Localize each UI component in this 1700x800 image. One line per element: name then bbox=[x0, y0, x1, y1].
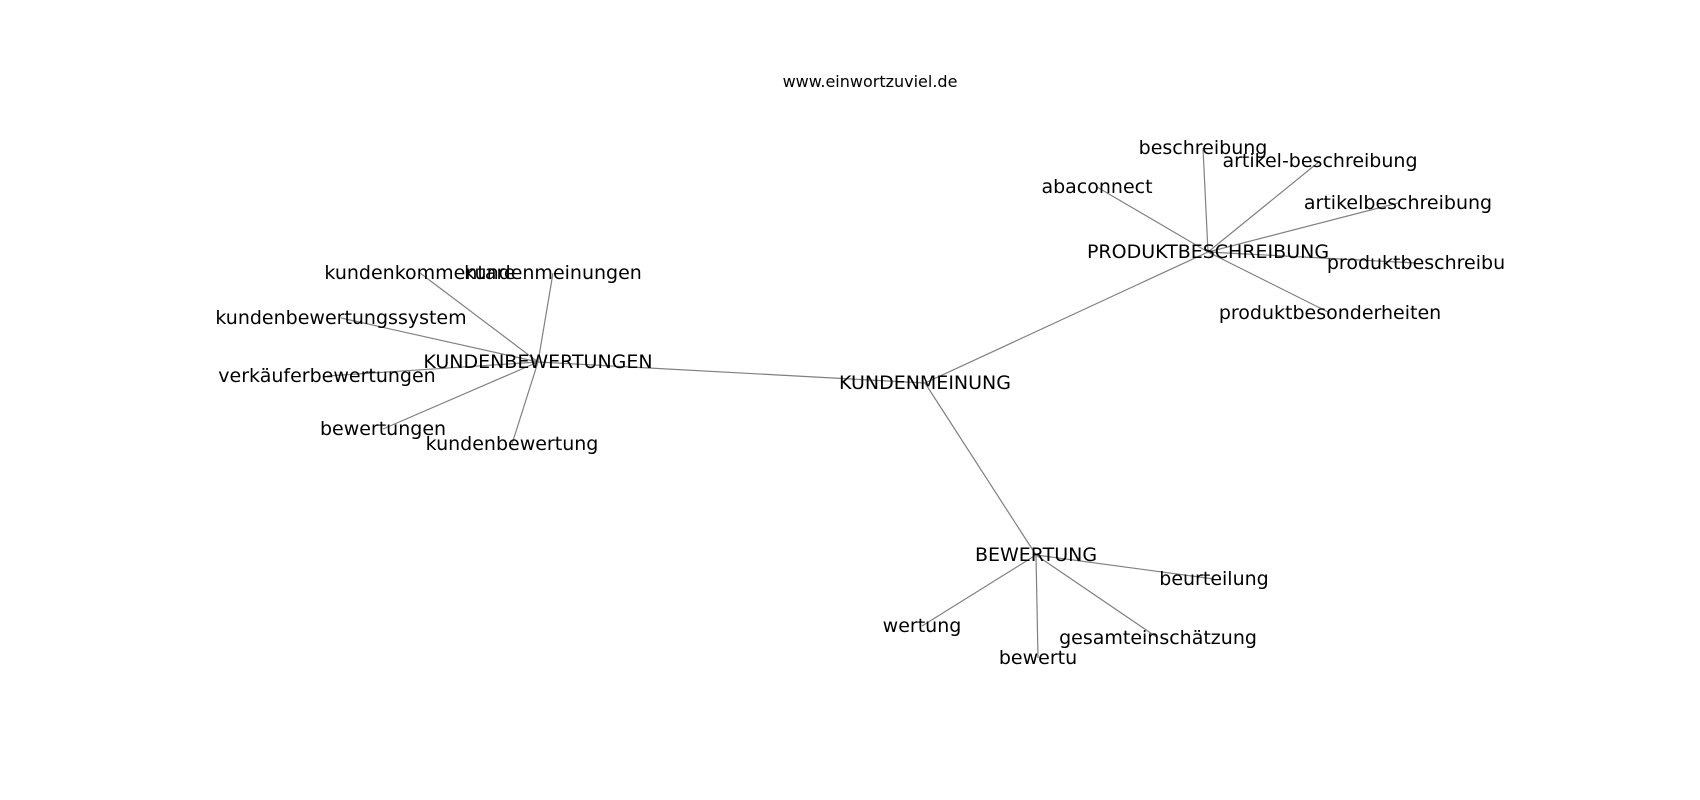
edge-hub-bewertung-wertung bbox=[921, 554, 1037, 627]
node-kundenbewertung: kundenbewertung bbox=[426, 433, 599, 455]
node-beschreibung: beschreibung bbox=[1139, 137, 1268, 159]
node-hub-produkt: PRODUKTBESCHREIBUNG bbox=[1087, 241, 1329, 263]
node-hub-bewertung: BEWERTUNG bbox=[975, 544, 1097, 566]
node-artikel-beschreibung: artikel-beschreibung bbox=[1222, 150, 1417, 172]
edge-hub-produkt-artikel-beschreibung bbox=[1207, 160, 1321, 253]
edge-hub-kunden-kundenmeinungen bbox=[537, 272, 554, 363]
edge-hub-kunden-verkaeuferbewertungen bbox=[326, 361, 539, 377]
node-abaconnect: abaconnect bbox=[1041, 176, 1152, 198]
edge-hub-kunden-bewertungen bbox=[382, 361, 539, 430]
edge-hub-bewertung-gesamteinschaetzung bbox=[1035, 554, 1159, 639]
node-gesamteinschaetzung: gesamteinschätzung bbox=[1059, 627, 1257, 649]
node-verkaeuferbewertungen: verkäuferbewertungen bbox=[218, 365, 435, 387]
node-center: KUNDENMEINUNG bbox=[839, 372, 1011, 394]
node-produktbeschreibu: produktbeschreibu bbox=[1327, 252, 1505, 274]
node-hub-kunden: KUNDENBEWERTUNGEN bbox=[423, 351, 652, 373]
node-kundenmeinungen: kundenmeinungen bbox=[464, 262, 642, 284]
node-bewertungen: bewertungen bbox=[320, 418, 446, 440]
node-produktbesonderheiten: produktbesonderheiten bbox=[1219, 302, 1441, 324]
node-kundenkommentare: kundenkommentare bbox=[324, 262, 515, 284]
edge-center-hub-kunden bbox=[537, 361, 926, 384]
edge-hub-kunden-kundenbewertungssystem bbox=[340, 317, 539, 363]
node-beurteilung: beurteilung bbox=[1159, 568, 1268, 590]
edge-hub-kunden-kundenbewertung bbox=[511, 361, 539, 445]
edge-hub-kunden-kundenkommentare bbox=[419, 272, 539, 363]
edge-center-hub-produkt bbox=[924, 251, 1209, 384]
site-title: www.einwortzuviel.de bbox=[783, 72, 958, 91]
edge-hub-produkt-beschreibung bbox=[1202, 147, 1209, 253]
node-kundenbewertungssystem: kundenbewertungssystem bbox=[215, 307, 466, 329]
edge-hub-produkt-abaconnect bbox=[1096, 186, 1209, 253]
node-artikelbeschreibung: artikelbeschreibung bbox=[1304, 192, 1492, 214]
edge-hub-bewertung-bewertu bbox=[1035, 554, 1039, 659]
node-layer: KUNDENMEINUNG PRODUKTBESCHREIBUNG KUNDENBE… bbox=[215, 137, 1505, 669]
node-bewertu: bewertu bbox=[999, 647, 1077, 669]
edge-hub-produkt-artikelbeschreibung bbox=[1207, 202, 1399, 253]
edge-hub-produkt-produktbesonderheiten bbox=[1207, 251, 1331, 314]
edge-hub-bewertung-beurteilung bbox=[1035, 554, 1215, 580]
edge-layer bbox=[326, 147, 1417, 659]
edge-center-hub-bewertung bbox=[924, 382, 1037, 556]
node-wertung: wertung bbox=[883, 615, 962, 637]
edge-hub-produkt-produktbeschreibu bbox=[1207, 251, 1417, 264]
